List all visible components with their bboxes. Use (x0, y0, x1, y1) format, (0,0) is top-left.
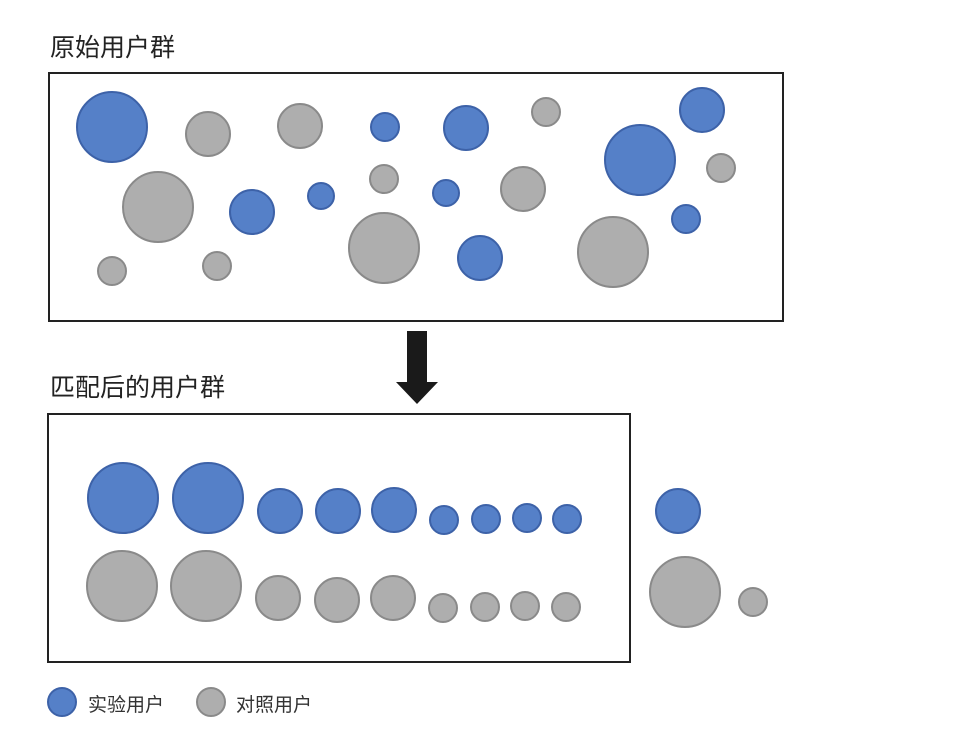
matched-control-user-circle (255, 575, 301, 621)
matched-group-title: 匹配后的用户群 (50, 373, 226, 402)
matched-treatment-user-circle (552, 504, 582, 534)
matched-treatment-user-circle (315, 488, 361, 534)
original-control-user-circle (202, 251, 232, 281)
original-treatment-user-circle (76, 91, 148, 163)
unmatched-control-user-circle (738, 587, 768, 617)
original-control-user-circle (122, 171, 194, 243)
original-treatment-user-circle (370, 112, 400, 142)
matched-control-user-circle (314, 577, 360, 623)
original-treatment-user-circle (604, 124, 676, 196)
matched-treatment-user-circle (471, 504, 501, 534)
matched-control-user-circle (370, 575, 416, 621)
original-treatment-user-circle (679, 87, 725, 133)
original-control-user-circle (500, 166, 546, 212)
original-control-user-circle (185, 111, 231, 157)
original-treatment-user-circle (432, 179, 460, 207)
matched-control-user-circle (470, 592, 500, 622)
matched-control-user-circle (170, 550, 242, 622)
legend-control-label: 对照用户 (236, 694, 313, 716)
matched-group-box (47, 413, 631, 663)
matched-control-user-circle (551, 592, 581, 622)
matched-control-user-circle (510, 591, 540, 621)
original-group-box (48, 72, 784, 322)
original-control-user-circle (97, 256, 127, 286)
matched-treatment-user-circle (87, 462, 159, 534)
legend-control-swatch (196, 687, 226, 717)
legend-treatment-swatch (47, 687, 77, 717)
original-control-user-circle (577, 216, 649, 288)
legend-treatment-label: 实验用户 (88, 694, 165, 716)
original-group-title: 原始用户群 (50, 33, 176, 62)
matched-treatment-user-circle (512, 503, 542, 533)
original-control-user-circle (531, 97, 561, 127)
original-control-user-circle (706, 153, 736, 183)
original-treatment-user-circle (307, 182, 335, 210)
matched-treatment-user-circle (429, 505, 459, 535)
matched-control-user-circle (86, 550, 158, 622)
matched-treatment-user-circle (371, 487, 417, 533)
original-control-user-circle (369, 164, 399, 194)
matched-treatment-user-circle (257, 488, 303, 534)
down-arrow-icon (396, 331, 438, 404)
original-treatment-user-circle (229, 189, 275, 235)
original-control-user-circle (348, 212, 420, 284)
unmatched-treatment-user-circle (655, 488, 701, 534)
original-control-user-circle (277, 103, 323, 149)
original-treatment-user-circle (457, 235, 503, 281)
matched-control-user-circle (428, 593, 458, 623)
matched-treatment-user-circle (172, 462, 244, 534)
original-treatment-user-circle (671, 204, 701, 234)
original-treatment-user-circle (443, 105, 489, 151)
unmatched-control-user-circle (649, 556, 721, 628)
